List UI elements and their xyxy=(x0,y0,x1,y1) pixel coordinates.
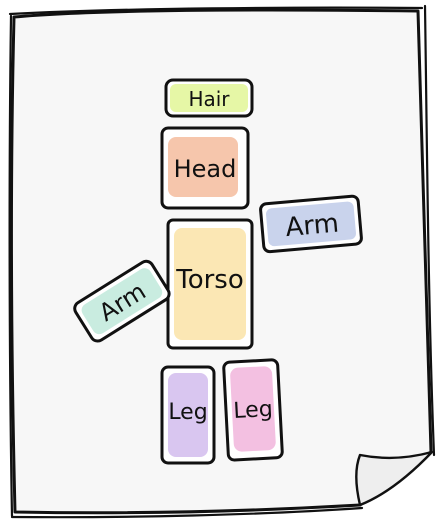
torso-part: Torso xyxy=(166,218,254,350)
leg-right-label: Leg xyxy=(233,397,274,424)
leg-right-part: Leg xyxy=(222,358,284,462)
leg-left-label: Leg xyxy=(168,400,207,425)
torso-label: Torso xyxy=(175,265,244,295)
leg-left-part: Leg xyxy=(160,365,216,465)
arm-left-part: Arm xyxy=(73,259,171,343)
arm-right-label: Arm xyxy=(284,209,340,244)
arm-right-part: Arm xyxy=(259,194,363,254)
head-part: Head xyxy=(160,126,250,210)
hair-label: Hair xyxy=(188,87,230,111)
head-label: Head xyxy=(174,155,237,183)
hair-part: Hair xyxy=(164,78,254,118)
